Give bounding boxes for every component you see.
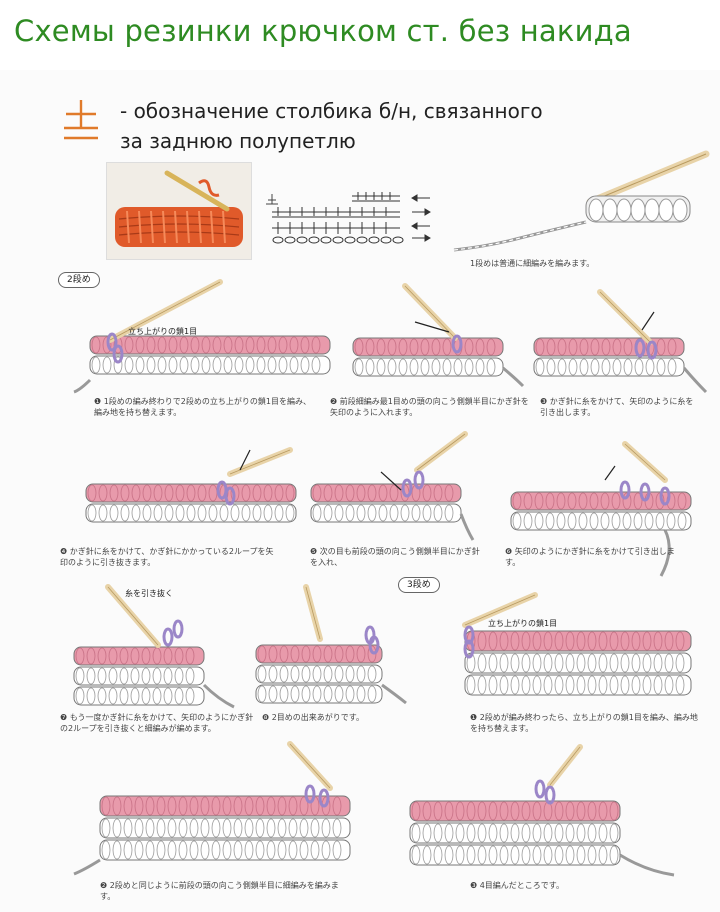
caption-step11: ❸ 4目編んだところです。 xyxy=(470,880,670,891)
illustration-step10 xyxy=(70,740,390,880)
fabric-row xyxy=(465,675,691,695)
caption-step4: ❹ かぎ針に糸をかけて、かぎ針にかかっている2ループを矢印のように引き抜きます。 xyxy=(60,546,280,568)
illustration-step4 xyxy=(80,440,300,545)
illustration-step3 xyxy=(530,290,710,395)
fabric-row xyxy=(410,845,620,865)
fabric-row xyxy=(465,631,691,651)
legend-text: - обозначение столбика б/н, связанного з… xyxy=(120,96,590,156)
fabric-row xyxy=(410,823,620,843)
arrow-icon xyxy=(642,312,654,330)
legend-line-1: - обозначение столбика б/н, связанного xyxy=(120,96,590,126)
caption-step1: ❶ 1段めの編み終わりで2段めの立ち上がりの鎖1目を編み、編み地を持ち替えます。 xyxy=(94,396,314,418)
illustration-step5 xyxy=(305,430,480,545)
illustration-step1 xyxy=(70,280,340,395)
arrow-icon xyxy=(605,466,615,480)
fabric-row xyxy=(465,653,691,673)
caption-step10: ❷ 2段めと同じように前段の頭の向こう側鎖半目に細編みを編みます。 xyxy=(100,880,350,902)
fabric-row xyxy=(410,801,620,821)
fabric-row xyxy=(311,504,461,522)
illustration-step7 xyxy=(68,585,238,715)
caption-step9: ❶ 2段めが編み終わったら、立ち上がりの鎖1目を編み、編み地を持ち替えます。 xyxy=(470,712,700,734)
fabric-row xyxy=(86,504,296,522)
caption-step6: ❻ 矢印のようにかぎ針に糸をかけて引き出します。 xyxy=(505,546,675,568)
caption-step5: ❺ 次の目も前段の頭の向こう側鎖半目にかぎ針を入れ、 xyxy=(310,546,480,568)
swatch-image xyxy=(107,163,251,259)
turning-chain-label: 立ち上がりの鎖1目 xyxy=(128,326,197,337)
page-title: Схемы резинки крючком ст. без накида xyxy=(14,14,632,48)
caption-step3: ❸ かぎ針に糸をかけて、矢印のように糸を引き出します。 xyxy=(540,396,700,418)
caption-step8: ❽ 2目めの出来あがりです。 xyxy=(262,712,422,723)
illustration-step9 xyxy=(425,595,705,710)
plus-underline-symbol-icon xyxy=(62,98,100,144)
swatch-photo xyxy=(106,162,252,260)
illustration-step8 xyxy=(250,585,410,710)
stitch-chart xyxy=(262,190,442,246)
caption-step2: ❷ 前段細編み最1目めの頭の向こう側鎖半目にかぎ針を矢印のように入れます。 xyxy=(330,396,530,418)
fabric-row xyxy=(534,338,684,356)
illustration-step11 xyxy=(400,745,690,880)
caption-row1: 1段めは普通に細編みを編みます。 xyxy=(470,258,690,269)
fabric-row xyxy=(353,338,503,356)
illustration-step2 xyxy=(345,282,525,397)
fabric-row xyxy=(534,358,684,376)
illustration-row1 xyxy=(450,150,710,260)
fabric-row xyxy=(311,484,461,502)
fabric-row xyxy=(353,358,503,376)
fabric-row xyxy=(86,484,296,502)
caption-step7: ❼ もう一度かぎ針に糸をかけて、矢印のようにかぎ針の2ループを引き抜くと細編みが… xyxy=(60,712,260,734)
